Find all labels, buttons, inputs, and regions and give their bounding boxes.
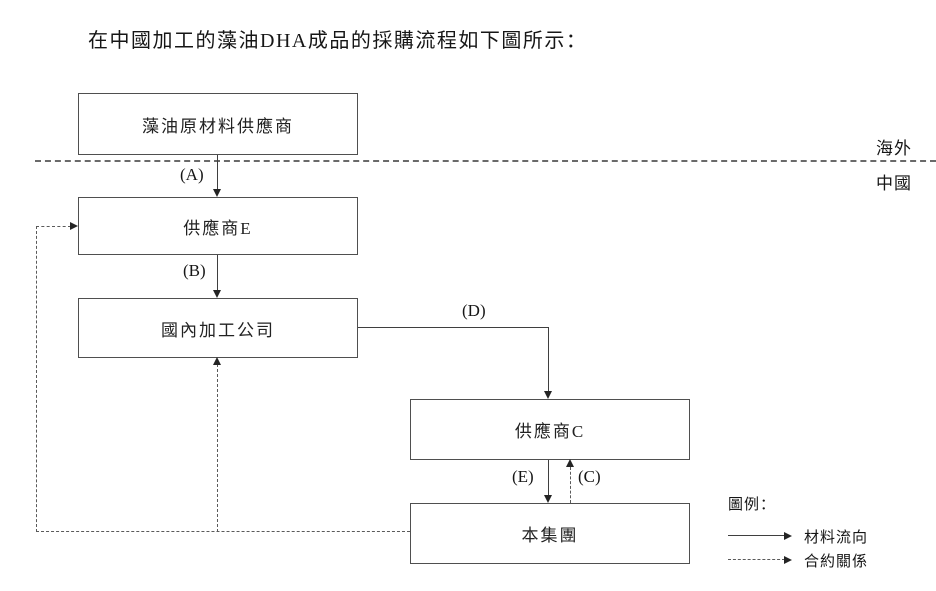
legend-material-flow-label: 材料流向 xyxy=(804,529,869,546)
node-supplier-c-label: 供應商C xyxy=(514,422,586,441)
flow-a-line xyxy=(217,155,218,191)
contract-arrowhead-processing-company-icon xyxy=(213,357,221,365)
contract-line-to-processing-company xyxy=(217,364,218,532)
flow-d-line-vertical xyxy=(548,327,549,393)
node-supplier-c: 供應商C xyxy=(410,399,690,460)
node-raw-material-supplier: 藻油原材料供應商 xyxy=(78,93,358,155)
flow-c-line xyxy=(570,467,571,503)
node-supplier-e: 供應商E xyxy=(78,197,358,255)
node-raw-material-supplier-label: 藻油原材料供應商 xyxy=(142,116,294,136)
node-the-group: 本集團 xyxy=(410,503,690,564)
contract-arrowhead-supplier-e-icon xyxy=(70,222,78,230)
legend-item-material-flow: 材料流向 xyxy=(728,524,868,548)
flow-a-arrowhead-icon xyxy=(213,189,221,197)
legend-title: 圖例： xyxy=(728,497,777,513)
flow-c-label: (C) xyxy=(578,467,601,486)
flow-e-line xyxy=(548,460,549,497)
node-domestic-processing-company-label: 國內加工公司 xyxy=(161,320,275,340)
flow-d-label: (D) xyxy=(462,301,486,320)
solid-arrow-icon xyxy=(728,531,794,541)
diagram-title: 在中國加工的藻油DHA成品的採購流程如下圖所示： xyxy=(88,30,588,52)
region-separator-line xyxy=(35,160,936,162)
flow-b-label: (B) xyxy=(183,261,206,280)
flow-d-line-horizontal xyxy=(358,327,549,328)
region-label-china: 中國 xyxy=(876,174,912,193)
legend-item-contract-relation: 合約關係 xyxy=(728,548,868,572)
node-supplier-e-label: 供應商E xyxy=(183,218,253,238)
region-label-overseas: 海外 xyxy=(876,139,912,158)
flow-b-arrowhead-icon xyxy=(213,290,221,298)
flow-c-arrowhead-icon xyxy=(566,459,574,467)
node-domestic-processing-company: 國內加工公司 xyxy=(78,298,358,358)
dashed-arrow-icon xyxy=(728,555,794,565)
flow-e-arrowhead-icon xyxy=(544,495,552,503)
flow-e-label: (E) xyxy=(512,467,534,486)
flow-b-line xyxy=(217,255,218,292)
legend-contract-relation-label: 合約關係 xyxy=(804,553,869,570)
node-the-group-label: 本集團 xyxy=(521,526,579,545)
flow-d-arrowhead-icon xyxy=(544,391,552,399)
legend: 圖例： 材料流向 合約關係 xyxy=(728,493,868,572)
contract-line-bottom-horizontal xyxy=(36,531,410,532)
flow-a-label: (A) xyxy=(180,165,204,184)
contract-line-to-supplier-e xyxy=(36,226,71,227)
contract-line-left-vertical xyxy=(36,226,37,532)
